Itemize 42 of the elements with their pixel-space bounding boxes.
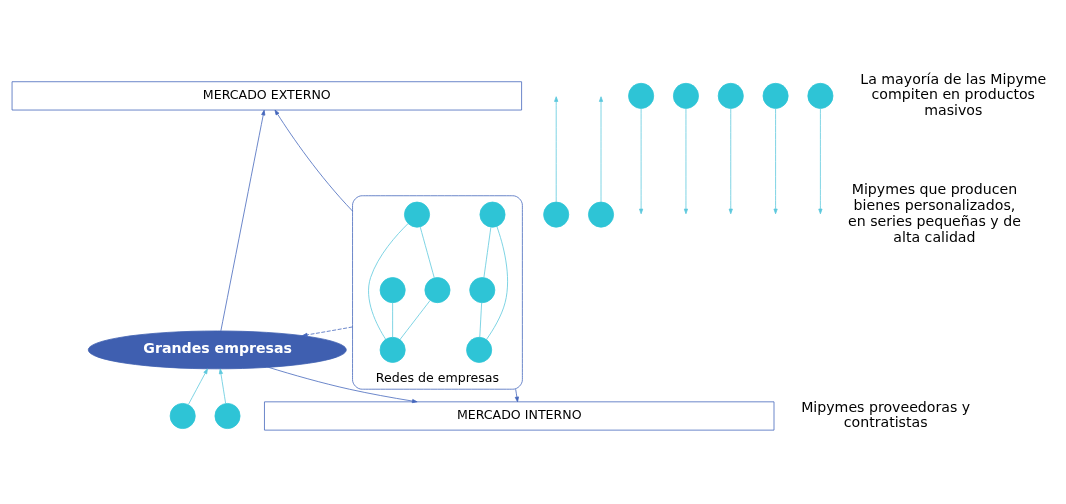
arrow [274, 109, 353, 212]
connector [399, 300, 431, 340]
node-circle [717, 82, 744, 109]
node-circle [424, 277, 451, 304]
arrow [728, 108, 733, 215]
arrow [302, 326, 353, 337]
arrow [220, 109, 266, 332]
node-circle [214, 403, 241, 429]
node-circle [169, 403, 196, 429]
node-circle [379, 336, 406, 363]
arrow [267, 366, 418, 404]
connector [483, 226, 492, 278]
node-circle [762, 82, 789, 109]
arrow [188, 368, 208, 405]
node-circle [479, 201, 506, 228]
connector [479, 302, 483, 338]
connector [392, 302, 394, 338]
label: Mipymes proveedoras y contratistas [801, 398, 971, 431]
label: Mipymes que producen bienes personalizados, en series pequeñas y de alta calidad [847, 181, 1021, 245]
node-circle [543, 201, 570, 228]
arrow [818, 108, 823, 215]
connector [419, 226, 435, 279]
arrow [598, 96, 604, 203]
arrow [773, 108, 778, 215]
node-box: MERCADO EXTERNO [11, 81, 522, 111]
node-circle [379, 277, 406, 304]
arrow [639, 108, 644, 215]
connector [368, 223, 409, 340]
arrow [514, 388, 519, 403]
node-circle [466, 336, 493, 363]
node-circle [469, 277, 496, 304]
connector [486, 226, 508, 340]
arrow [683, 108, 688, 215]
arrow [554, 96, 559, 203]
cluster: Redes de empresas [352, 195, 523, 390]
node-circle [588, 201, 614, 228]
node-circle [672, 82, 699, 109]
node-circle [628, 82, 655, 109]
arrow [218, 368, 227, 404]
label: La mayoría de las Mipyme compiten en productos masivos [860, 70, 1047, 119]
node-circle [404, 201, 430, 228]
node-circle [807, 82, 834, 109]
